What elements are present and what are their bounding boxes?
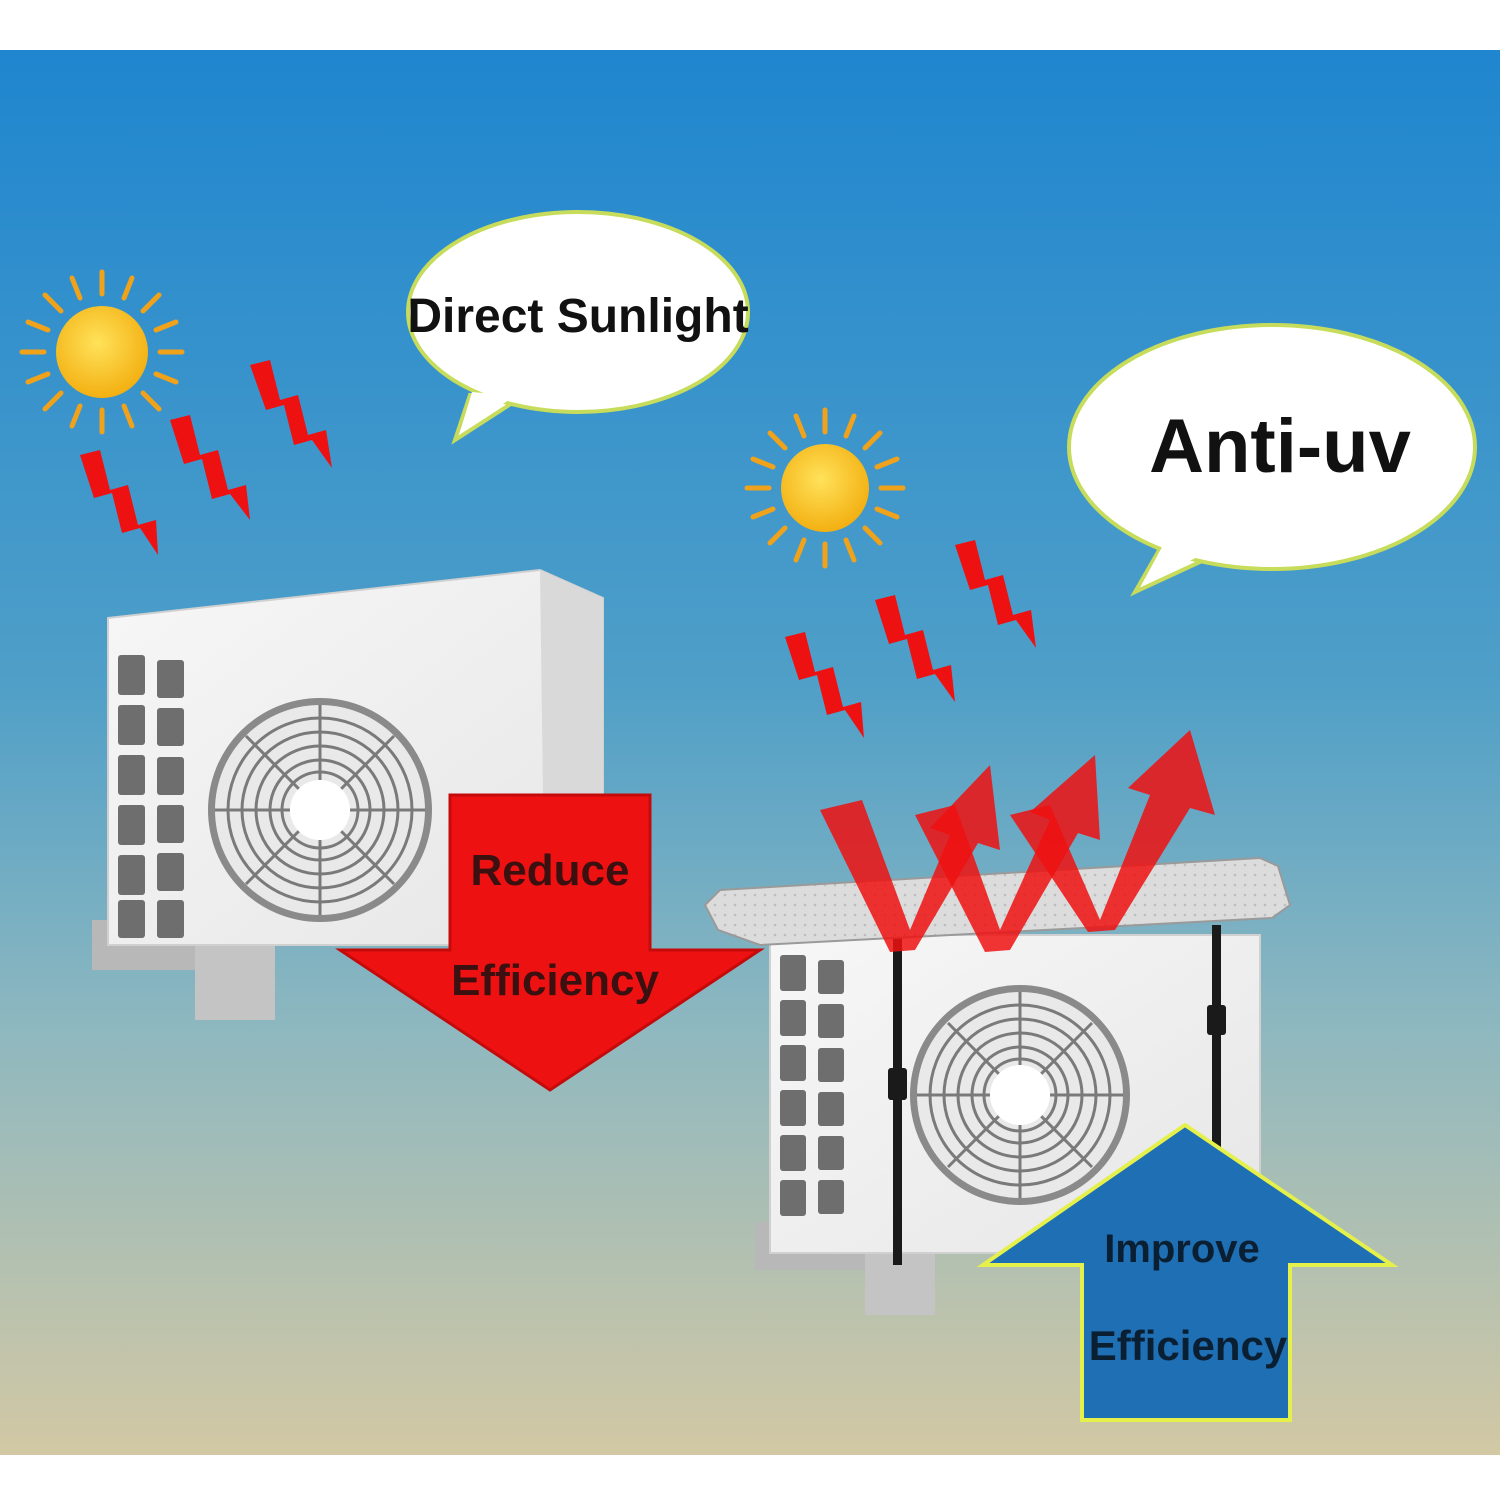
ac-unit-covered bbox=[703, 856, 1292, 1315]
white-bottom-band bbox=[0, 1455, 1500, 1500]
reduce-label: Reduce bbox=[471, 846, 630, 895]
improve-efficiency-label: Efficiency bbox=[1089, 1322, 1288, 1369]
speech-bubble-direct-sunlight: Direct Sunlight bbox=[406, 210, 750, 445]
direct-sunlight-label: Direct Sunlight bbox=[407, 290, 748, 343]
heat-wave-icon bbox=[785, 540, 1036, 738]
reduce-efficiency-label: Efficiency bbox=[451, 956, 659, 1005]
speech-bubble-anti-uv: Anti-uv bbox=[1067, 323, 1477, 597]
fan-icon bbox=[910, 985, 1130, 1205]
sun-icon bbox=[19, 269, 185, 435]
cover-strap bbox=[888, 925, 1226, 1265]
white-top-band bbox=[0, 0, 1500, 50]
heat-wave-icon bbox=[80, 360, 332, 555]
reflect-arrow-icon bbox=[820, 730, 1215, 952]
anti-uv-label: Anti-uv bbox=[1149, 404, 1411, 489]
improve-label: Improve bbox=[1104, 1227, 1260, 1271]
sun-icon bbox=[744, 407, 906, 569]
down-arrow-icon: Reduce Efficiency bbox=[335, 793, 765, 1092]
up-arrow-icon: Improve Efficiency bbox=[976, 1122, 1399, 1422]
fan-icon bbox=[208, 698, 432, 922]
